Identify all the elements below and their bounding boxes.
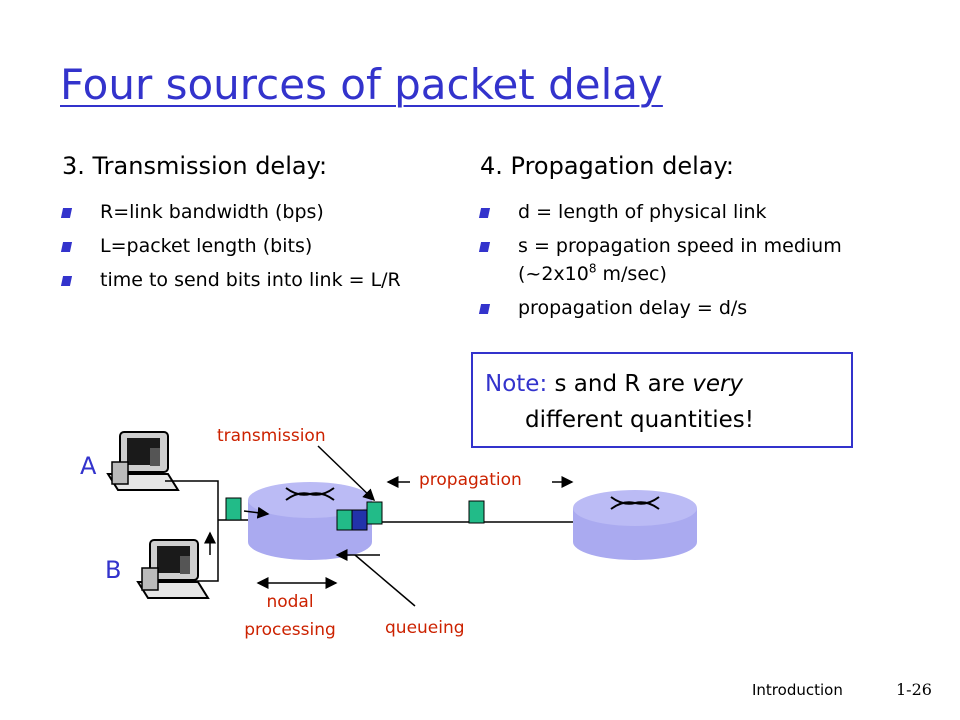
packet-icon — [336, 509, 353, 531]
list-item: propagation delay = d/s — [480, 294, 860, 322]
note-label: Note: — [485, 371, 548, 397]
footer-section: Introduction — [752, 681, 843, 699]
computer-b-icon — [136, 539, 210, 599]
propagation-delay-heading: 4. Propagation delay: — [480, 152, 735, 180]
list-item: time to send bits into link = L/R — [62, 266, 452, 294]
propagation-label: propagation — [419, 470, 522, 490]
speed-unit: m/sec) — [596, 263, 667, 285]
exponent: 8 — [588, 261, 597, 276]
note-text-continued: different quantities! — [525, 407, 755, 433]
computer-a-icon — [106, 431, 180, 491]
packet-icon — [366, 501, 383, 525]
transmission-arrow — [317, 445, 376, 502]
list-item: R=link bandwidth (bps) — [62, 198, 452, 226]
queueing-label: queueing — [385, 618, 465, 638]
transmission-delay-list: R=link bandwidth (bps) L=packet length (… — [62, 198, 452, 300]
queueing-pointer — [354, 554, 416, 607]
note-text: s and R are — [547, 371, 693, 397]
page-number: 1-26 — [896, 680, 932, 699]
slide-title: Four sources of packet delay — [60, 60, 663, 109]
list-item: s = propagation speed in medium (~2x108 … — [480, 232, 860, 288]
nodal-processing-label: nodal processing — [230, 588, 350, 644]
access-link — [165, 480, 219, 582]
propagation-delay-list: d = length of physical link s = propagat… — [480, 198, 860, 328]
host-b-label: B — [105, 556, 122, 584]
nodal-processing-line: nodal — [266, 592, 314, 612]
list-item: L=packet length (bits) — [62, 232, 452, 260]
transmission-label: transmission — [217, 426, 326, 446]
arrow — [243, 506, 270, 519]
nodal-processing-line: processing — [244, 620, 336, 640]
host-a-label: A — [80, 452, 97, 480]
packet-icon — [468, 500, 485, 524]
note-box: Note: s and R are very different quantit… — [471, 352, 853, 448]
packet-icon — [225, 497, 242, 521]
router-icon — [573, 490, 697, 560]
packet-icon — [351, 509, 368, 531]
transmission-delay-heading: 3. Transmission delay: — [62, 152, 328, 180]
note-emphasis: very — [692, 371, 744, 397]
speed-text: s = propagation speed in medium (~2x10 — [518, 235, 842, 285]
list-item: d = length of physical link — [480, 198, 860, 226]
